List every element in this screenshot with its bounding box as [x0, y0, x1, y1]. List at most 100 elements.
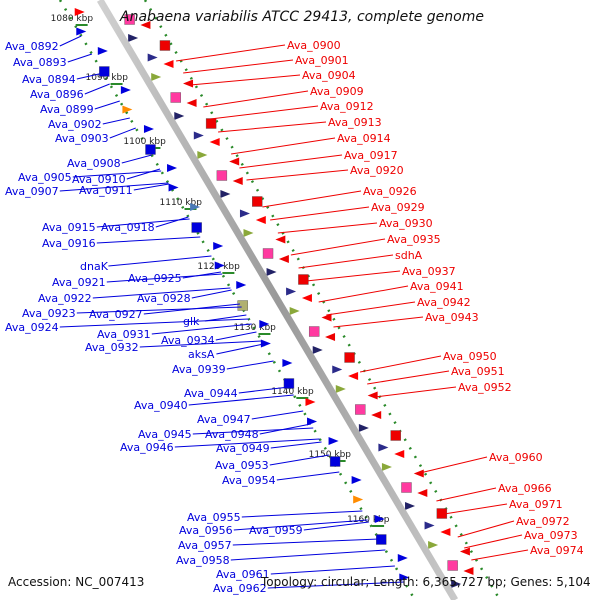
gene-feature[interactable]: [216, 170, 228, 181]
gene-forward[interactable]: [122, 105, 133, 114]
gene-feature[interactable]: [289, 307, 300, 315]
gene-feature[interactable]: [220, 190, 231, 198]
gene-forward[interactable]: [143, 125, 154, 133]
gene-label-Ava_0931[interactable]: Ava_0931: [97, 328, 151, 341]
gene-feature[interactable]: [451, 580, 462, 588]
gene-label-aksA[interactable]: aksA: [188, 348, 215, 361]
gene-forward[interactable]: [399, 573, 410, 582]
gene-reverse[interactable]: [186, 99, 197, 107]
gene-reverse[interactable]: [205, 118, 217, 129]
gene-forward[interactable]: [328, 437, 339, 445]
gene-feature[interactable]: [174, 112, 185, 120]
gene-reverse[interactable]: [390, 430, 401, 441]
gene-feature[interactable]: [239, 209, 250, 218]
gene-label-Ava_0902[interactable]: Ava_0902: [48, 118, 102, 131]
gene-reverse[interactable]: [275, 235, 286, 244]
gene-label-Ava_0913[interactable]: Ava_0913: [328, 116, 382, 129]
gene-forward[interactable]: [74, 8, 85, 16]
gene-label-sdhA[interactable]: sdhA: [395, 249, 423, 262]
gene-reverse[interactable]: [348, 372, 359, 380]
gene-label-Ava_0962[interactable]: Ava_0962: [213, 582, 267, 595]
gene-label-Ava_0917[interactable]: Ava_0917: [344, 149, 398, 162]
gene-feature[interactable]: [355, 404, 366, 415]
gene-feature[interactable]: [401, 482, 412, 493]
gene-label-Ava_0939[interactable]: Ava_0939: [172, 363, 226, 376]
gene-feature[interactable]: [151, 73, 162, 81]
gene-forward[interactable]: [307, 417, 318, 426]
gene-label-Ava_0959[interactable]: Ava_0959: [249, 524, 303, 537]
gene-feature[interactable]: [308, 326, 320, 337]
gene-reverse[interactable]: [367, 391, 378, 400]
gene-reverse[interactable]: [298, 274, 309, 285]
gene-reverse[interactable]: [413, 469, 424, 478]
gene-reverse[interactable]: [229, 157, 240, 166]
gene-reverse[interactable]: [344, 352, 355, 363]
gene-label-Ava_0918[interactable]: Ava_0918: [101, 221, 155, 234]
gene-label-Ava_0956[interactable]: Ava_0956: [179, 524, 233, 537]
gene-label-Ava_0926[interactable]: Ava_0926: [363, 185, 417, 198]
gene-label-Ava_0952[interactable]: Ava_0952: [458, 381, 512, 394]
gene-label-Ava_0944[interactable]: Ava_0944: [184, 387, 238, 400]
gene-label-Ava_0915[interactable]: Ava_0915: [42, 221, 96, 234]
gene-label-Ava_0907[interactable]: Ava_0907: [5, 185, 59, 198]
gene-label-Ava_0957[interactable]: Ava_0957: [178, 539, 232, 552]
gene-label-Ava_0958[interactable]: Ava_0958: [176, 554, 230, 567]
gene-label-Ava_0892[interactable]: Ava_0892: [5, 40, 59, 53]
gene-feature[interactable]: [128, 34, 139, 42]
gene-feature[interactable]: [266, 268, 277, 276]
gene-label-Ava_0903[interactable]: Ava_0903: [55, 132, 109, 145]
gene-label-Ava_0971[interactable]: Ava_0971: [509, 498, 563, 511]
gene-reverse[interactable]: [183, 79, 194, 88]
gene-label-Ava_0943[interactable]: Ava_0943: [425, 311, 479, 324]
gene-forward[interactable]: [305, 398, 316, 406]
gene-reverse[interactable]: [278, 255, 289, 263]
gene-label-Ava_0908[interactable]: Ava_0908: [67, 157, 121, 170]
gene-label-Ava_0940[interactable]: Ava_0940: [134, 399, 188, 412]
gene-forward[interactable]: [260, 339, 271, 348]
gene-label-Ava_0927[interactable]: Ava_0927: [89, 308, 143, 321]
gene-label-Ava_0916[interactable]: Ava_0916: [42, 237, 96, 250]
gene-feature[interactable]: [447, 560, 458, 571]
gene-forward[interactable]: [191, 222, 202, 233]
gene-label-Ava_0947[interactable]: Ava_0947: [197, 413, 251, 426]
gene-label-Ava_0924[interactable]: Ava_0924: [5, 321, 59, 334]
gene-label-Ava_0929[interactable]: Ava_0929: [371, 201, 425, 214]
gene-label-Ava_0935[interactable]: Ava_0935: [387, 233, 441, 246]
gene-forward[interactable]: [97, 47, 108, 55]
gene-feature[interactable]: [405, 502, 416, 510]
gene-feature[interactable]: [197, 151, 208, 159]
gene-forward[interactable]: [76, 27, 87, 36]
gene-reverse[interactable]: [459, 547, 470, 556]
gene-label-Ava_0904[interactable]: Ava_0904: [302, 69, 356, 82]
gene-label-Ava_0974[interactable]: Ava_0974: [530, 544, 584, 557]
gene-feature[interactable]: [335, 385, 346, 393]
gene-label-Ava_0912[interactable]: Ava_0912: [320, 100, 374, 113]
gene-label-Ava_0911[interactable]: Ava_0911: [79, 184, 133, 197]
gene-forward[interactable]: [374, 515, 385, 523]
gene-label-Ava_0961[interactable]: Ava_0961: [216, 568, 270, 581]
gene-label-Ava_0899[interactable]: Ava_0899: [40, 103, 94, 116]
gene-feature[interactable]: [193, 131, 204, 140]
gene-label-Ava_0948[interactable]: Ava_0948: [205, 428, 259, 441]
gene-label-Ava_0949[interactable]: Ava_0949: [216, 442, 270, 455]
gene-reverse[interactable]: [463, 567, 474, 575]
gene-label-dnaK[interactable]: dnaK: [80, 260, 109, 273]
gene-label-Ava_0955[interactable]: Ava_0955: [187, 511, 241, 524]
gene-feature[interactable]: [262, 248, 274, 259]
gene-forward[interactable]: [168, 183, 179, 192]
gene-label-Ava_0945[interactable]: Ava_0945: [138, 428, 192, 441]
gene-feature[interactable]: [170, 92, 181, 103]
gene-label-Ava_0894[interactable]: Ava_0894: [22, 73, 76, 86]
gene-reverse[interactable]: [163, 60, 174, 68]
gene-feature[interactable]: [312, 346, 323, 354]
gene-label-Ava_0953[interactable]: Ava_0953: [215, 459, 269, 472]
gene-forward[interactable]: [213, 242, 224, 250]
gene-label-Ava_0966[interactable]: Ava_0966: [498, 482, 552, 495]
gene-forward[interactable]: [282, 359, 293, 367]
gene-label-Ava_0920[interactable]: Ava_0920: [350, 164, 404, 177]
gene-feature[interactable]: [286, 287, 297, 296]
gene-label-Ava_0910[interactable]: Ava_0910: [72, 173, 126, 186]
gene-label-Ava_0950[interactable]: Ava_0950: [443, 350, 497, 363]
gene-reverse[interactable]: [440, 528, 451, 536]
gene-forward[interactable]: [283, 378, 295, 389]
